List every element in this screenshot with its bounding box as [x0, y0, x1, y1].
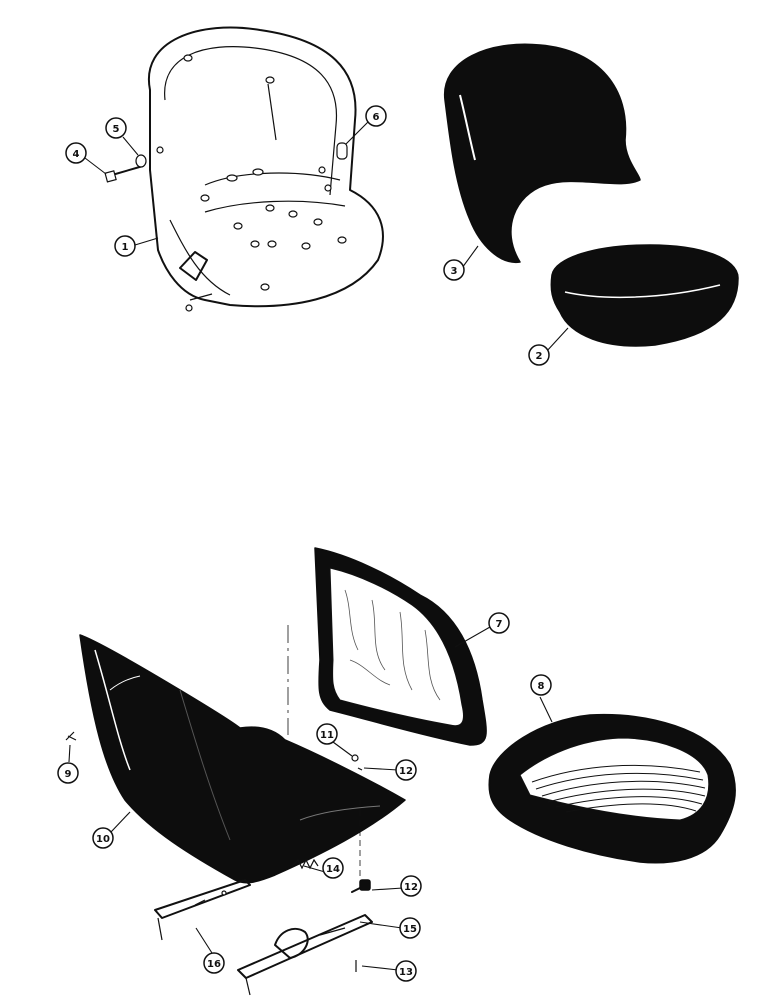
callout-4: 4: [65, 142, 87, 164]
callout-7: 7: [488, 612, 510, 634]
nut: [351, 754, 359, 762]
callout-6: 6: [365, 105, 387, 127]
callout-label: 7: [496, 619, 503, 630]
callout-3: 3: [443, 259, 465, 281]
callout-label: 6: [373, 112, 380, 123]
washer: [135, 154, 147, 168]
callout-1: 1: [114, 235, 136, 257]
callout-12-lower: 12: [400, 875, 422, 897]
callout-label: 5: [113, 124, 120, 135]
callout-13: 13: [395, 960, 417, 982]
callout-5: 5: [105, 117, 127, 139]
callout-label: 10: [96, 834, 110, 845]
backrest-cushion: [444, 43, 641, 263]
seat-shell: [147, 26, 384, 312]
callout-12-upper: 12: [395, 759, 417, 781]
spring: [291, 858, 319, 870]
callout-label: 12: [404, 882, 418, 893]
callout-10: 10: [92, 827, 114, 849]
callout-label: 8: [538, 681, 545, 692]
callout-8: 8: [530, 674, 552, 696]
callout-label: 1: [122, 242, 129, 253]
bolt: [104, 165, 144, 183]
leader-lines: [68, 121, 569, 971]
callout-label: 4: [73, 149, 80, 160]
callout-16: 16: [203, 952, 225, 974]
callout-label: 12: [399, 766, 413, 777]
stud: [351, 879, 371, 893]
slide-rail-left: [154, 879, 251, 941]
callout-label: 11: [320, 730, 334, 741]
ribbed-seat-pad: [488, 713, 736, 864]
callout-label: 15: [403, 924, 417, 935]
slide-rail-right: [237, 914, 373, 996]
clip: [65, 731, 77, 741]
callout-label: 2: [536, 351, 543, 362]
callout-label: 14: [326, 864, 340, 875]
back-frame-pad: [314, 547, 487, 746]
callout-label: 3: [451, 266, 458, 277]
callout-14: 14: [322, 857, 344, 879]
bolt-small: [357, 767, 363, 771]
seat-pan: [79, 634, 406, 884]
seat-cushion: [550, 244, 739, 347]
callout-label: 16: [207, 959, 221, 970]
pin: [336, 142, 348, 160]
callout-2: 2: [528, 344, 550, 366]
callout-9: 9: [57, 762, 79, 784]
callout-15: 15: [399, 917, 421, 939]
callout-11: 11: [316, 723, 338, 745]
callout-label: 9: [65, 769, 72, 780]
callout-label: 13: [399, 967, 413, 978]
